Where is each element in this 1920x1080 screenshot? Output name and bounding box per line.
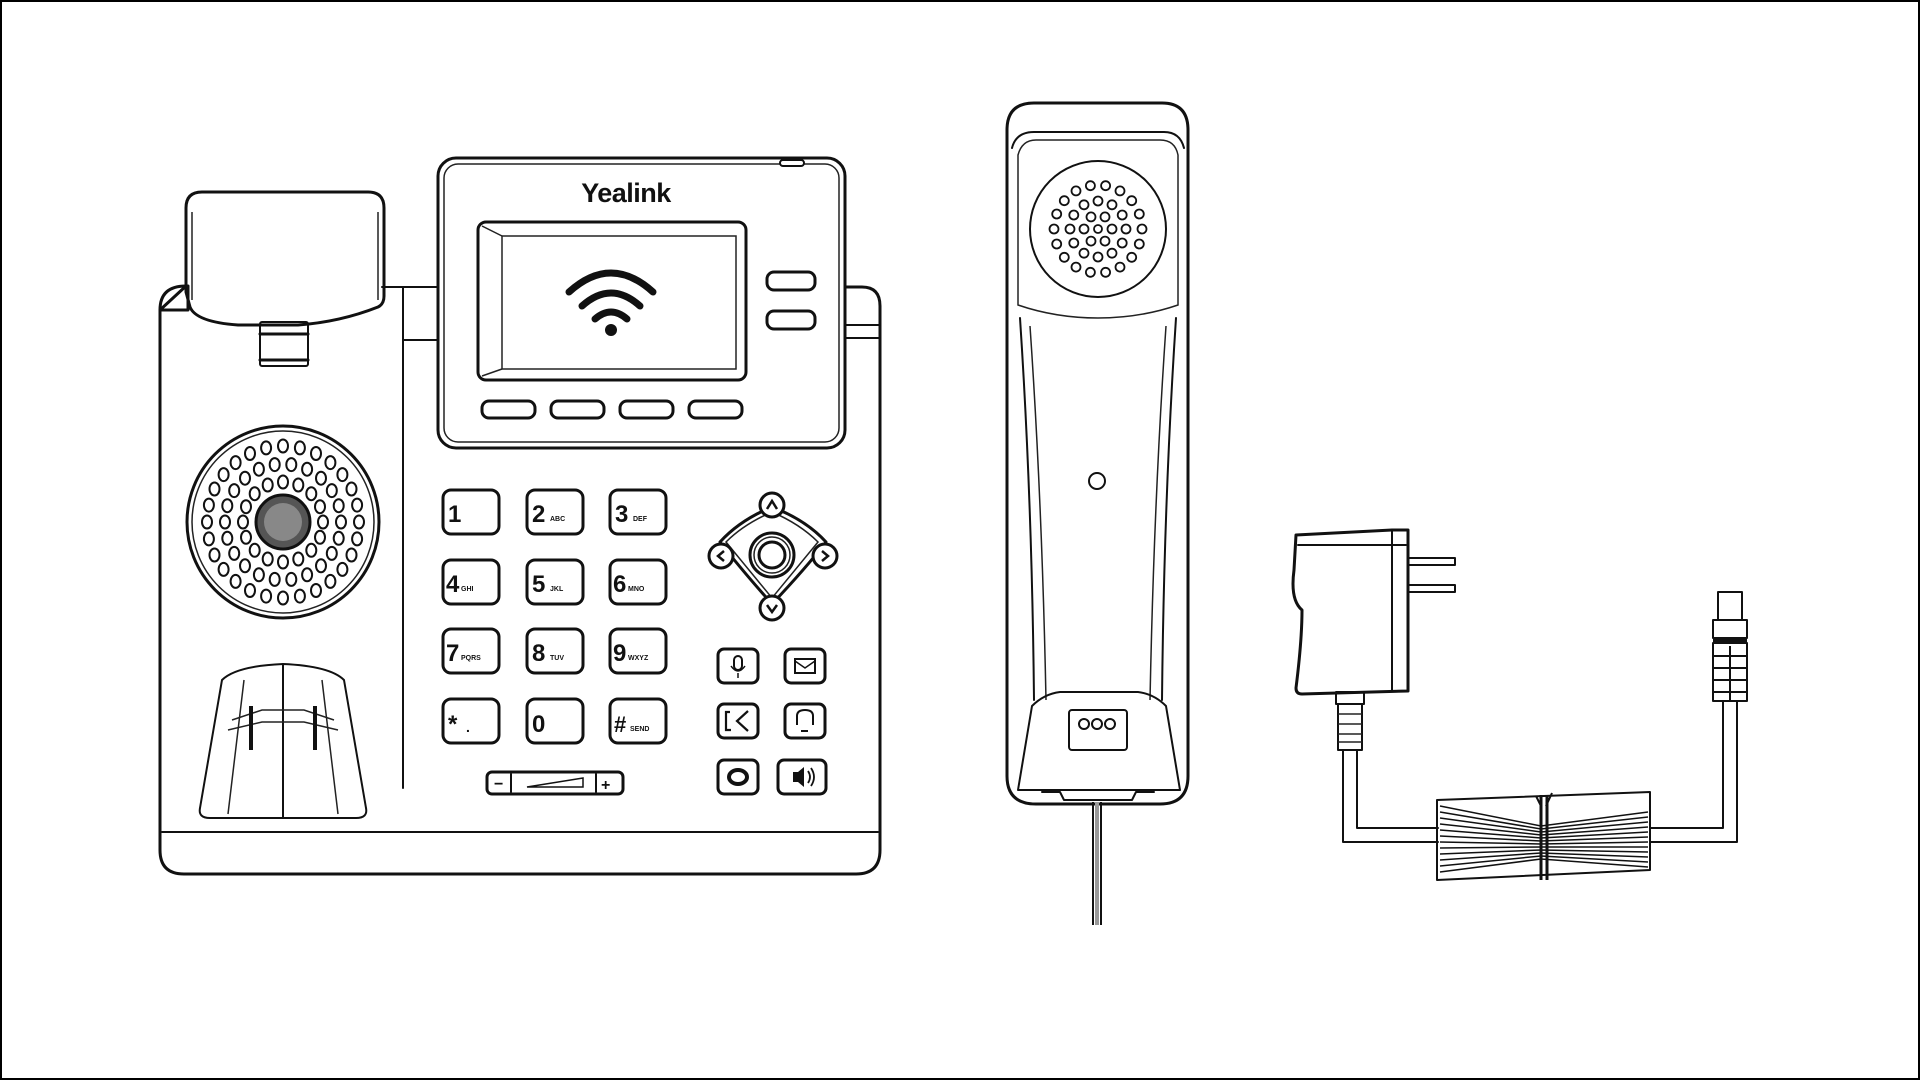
lcd-screen [476, 220, 748, 382]
soft-key-1[interactable] [480, 399, 537, 420]
transfer-icon [724, 710, 749, 732]
svg-text:SEND: SEND [630, 726, 649, 733]
svg-text:6: 6 [613, 571, 626, 598]
headset-icon [796, 708, 814, 732]
handset-rest [198, 663, 368, 819]
microphone-hole [1088, 472, 1106, 490]
hookswitch [184, 190, 386, 367]
line-key-2[interactable] [765, 309, 817, 331]
wifi-icon [565, 269, 657, 323]
key-9[interactable]: 9 WXYZ [608, 627, 668, 675]
key-8[interactable]: 8 TUV [525, 627, 585, 675]
nav-ok-button[interactable] [748, 531, 796, 579]
svg-text:3: 3 [615, 501, 628, 528]
svg-text:ABC: ABC [550, 516, 565, 523]
svg-text:8: 8 [532, 640, 545, 667]
svg-text:7: 7 [446, 640, 459, 667]
key-6[interactable]: 6 MNO [608, 558, 668, 606]
cord-bundle [1436, 791, 1651, 881]
line-key-1[interactable] [765, 270, 817, 292]
nav-down-button[interactable] [758, 594, 786, 622]
svg-text:DEF: DEF [633, 516, 648, 523]
svg-text:JKL: JKL [550, 586, 564, 593]
message-key[interactable] [783, 647, 827, 685]
envelope-icon [794, 658, 816, 674]
redial-icon [727, 768, 749, 786]
brand-logo: Yealink [581, 178, 672, 208]
volume-minus[interactable]: − [494, 776, 503, 793]
soft-key-2[interactable] [549, 399, 606, 420]
key-hash[interactable]: # SEND [608, 697, 668, 745]
speaker-icon [793, 767, 815, 787]
svg-text:1: 1 [448, 501, 461, 528]
svg-text:2: 2 [532, 501, 545, 528]
speaker-grille [185, 424, 381, 620]
svg-text:.: . [466, 719, 470, 735]
nav-up-button[interactable] [758, 491, 786, 519]
speakerphone-key[interactable] [776, 758, 828, 796]
key-1[interactable]: 1 [441, 488, 501, 536]
mute-key[interactable] [716, 647, 760, 685]
svg-text:TUV: TUV [550, 655, 564, 662]
plug-prongs [1407, 557, 1456, 593]
strain-relief [1335, 691, 1365, 751]
screen-housing: Yealink [436, 156, 847, 450]
power-adapter [1291, 528, 1748, 881]
key-2[interactable]: 2 ABC [525, 488, 585, 536]
navigation-cluster [707, 491, 839, 622]
headset-key[interactable] [783, 702, 827, 740]
svg-text:PQRS: PQRS [461, 655, 481, 662]
soft-key-3[interactable] [618, 399, 675, 420]
soft-key-4[interactable] [687, 399, 744, 420]
key-7[interactable]: 7 PQRS [441, 627, 501, 675]
key-0[interactable]: 0 [525, 697, 585, 745]
svg-text:5: 5 [532, 571, 545, 598]
key-3[interactable]: 3 DEF [608, 488, 668, 536]
dc-barrel-plug [1712, 591, 1748, 702]
function-keys [716, 647, 828, 796]
redial-key[interactable] [716, 758, 760, 796]
svg-text:#: # [614, 712, 626, 737]
handset-cord [1092, 802, 1102, 925]
key-5[interactable]: 5 JKL [525, 558, 585, 606]
svg-text:0: 0 [532, 711, 545, 738]
nav-left-button[interactable] [707, 542, 735, 570]
handset [1005, 101, 1190, 925]
svg-text:GHI: GHI [461, 586, 474, 593]
volume-plus[interactable]: + [601, 777, 610, 794]
transfer-key[interactable] [716, 702, 760, 740]
volume-bar[interactable]: − + [485, 770, 625, 796]
phone-base-body [158, 284, 190, 312]
svg-text:MNO: MNO [628, 586, 645, 593]
key-4[interactable]: 4 GHI [441, 558, 501, 606]
microphone-icon [730, 655, 746, 678]
dial-keypad: 1 2 ABC 3 DEF 4 GHI 5 JKL [441, 488, 668, 745]
svg-text:WXYZ: WXYZ [628, 655, 649, 662]
key-star[interactable]: * . [441, 697, 501, 745]
desk-phone: Yealink 1 [158, 156, 882, 876]
svg-text:*: * [448, 711, 458, 738]
svg-text:9: 9 [613, 640, 626, 667]
nav-right-button[interactable] [811, 542, 839, 570]
earpiece-grille [1029, 160, 1167, 298]
svg-text:4: 4 [446, 571, 460, 598]
